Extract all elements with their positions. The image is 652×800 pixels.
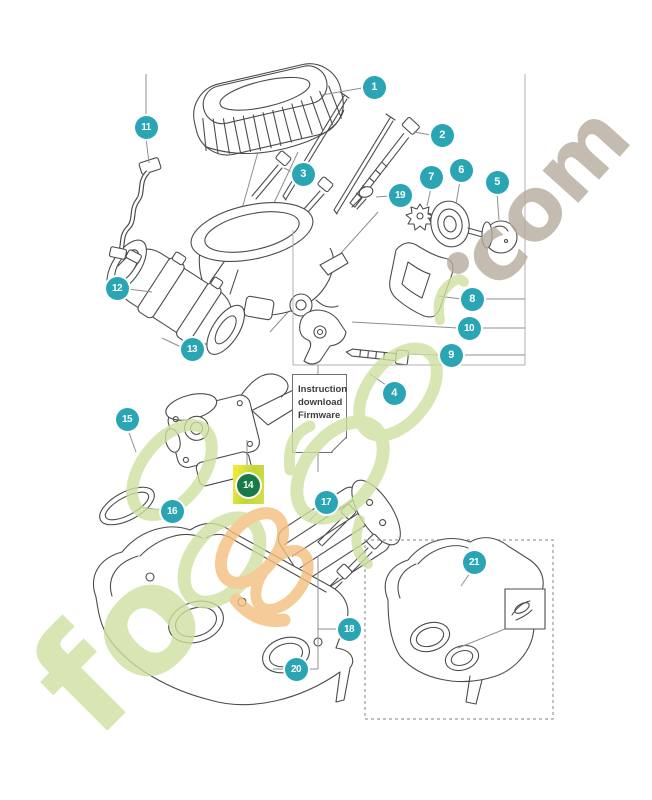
callout-14[interactable]: 14 (236, 473, 260, 497)
callout-4[interactable]: 4 (382, 381, 406, 405)
callout-9[interactable]: 9 (439, 343, 463, 367)
callout-8[interactable]: 8 (460, 287, 484, 311)
callout-3[interactable]: 3 (291, 162, 315, 186)
callout-15[interactable]: 15 (115, 407, 139, 431)
callout-1[interactable]: 1 (362, 75, 386, 99)
callout-13[interactable]: 13 (180, 337, 204, 361)
callout-16[interactable]: 16 (160, 499, 184, 523)
instruction-note-line-2: download (298, 397, 343, 408)
callout-19[interactable]: 19 (388, 183, 412, 207)
callout-21[interactable]: 21 (462, 550, 486, 574)
callout-2[interactable]: 2 (430, 123, 454, 147)
callout-11[interactable]: 11 (134, 115, 158, 139)
callout-6[interactable]: 6 (449, 158, 473, 182)
callout-17[interactable]: 17 (314, 490, 338, 514)
callout-20[interactable]: 20 (284, 657, 308, 681)
instruction-note-line-1: Instruction (298, 384, 348, 395)
callout-12[interactable]: 12 (105, 276, 129, 300)
callout-7[interactable]: 7 (419, 165, 443, 189)
callout-18[interactable]: 18 (337, 617, 361, 641)
callout-5[interactable]: 5 (485, 170, 509, 194)
callout-10[interactable]: 10 (457, 316, 481, 340)
